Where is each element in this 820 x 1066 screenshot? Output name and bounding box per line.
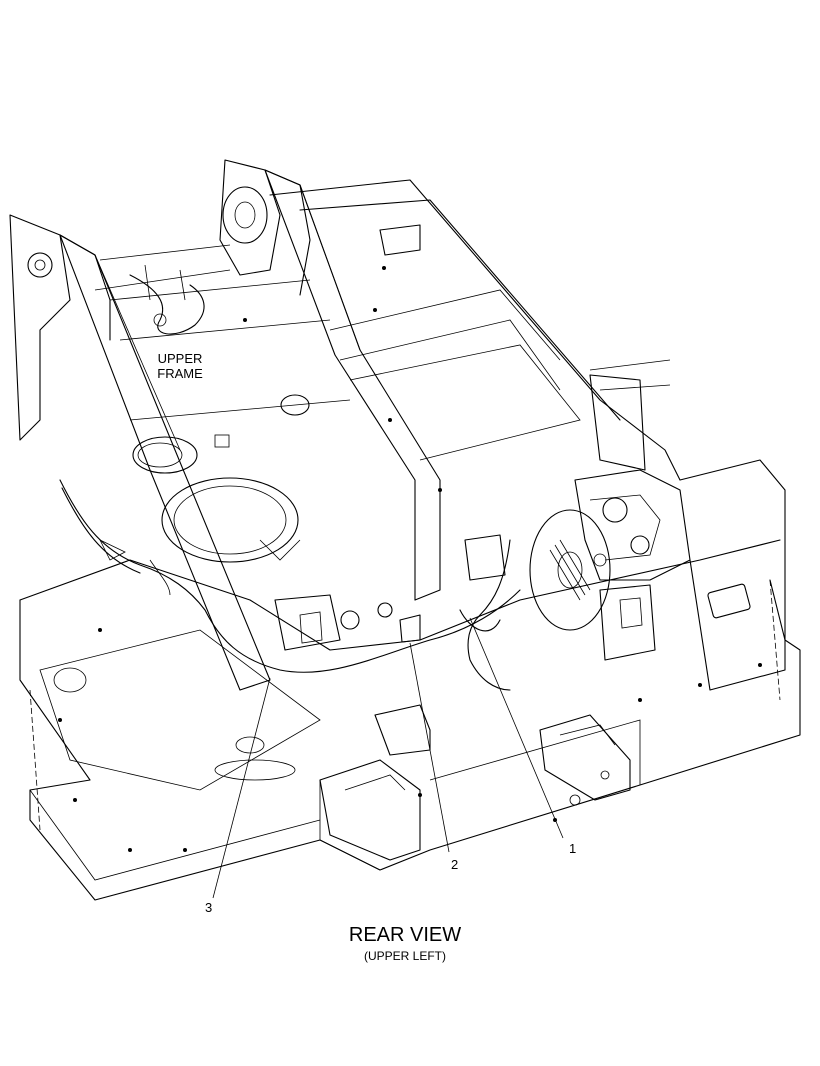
- leader-line-2: [409, 642, 450, 853]
- callout-3: 3: [205, 900, 213, 915]
- wiring-harness: [59, 479, 521, 691]
- upper-harness: [129, 264, 205, 335]
- view-title: REAR VIEW: [348, 924, 462, 946]
- frame-rails: [269, 179, 681, 481]
- upper-frame-label: UPPER FRAME: [140, 351, 220, 381]
- pump-assembly: [529, 459, 786, 691]
- upper-frame-label-line1: UPPER: [157, 351, 203, 366]
- main-beams: [59, 169, 441, 691]
- frame-deck: [19, 539, 801, 901]
- rear-brackets: [319, 704, 631, 861]
- upper-frame-label-line2: FRAME: [157, 366, 203, 381]
- leader-line-3: [212, 677, 271, 899]
- callout-2: 2: [451, 857, 459, 872]
- callout-1: 1: [569, 841, 577, 856]
- leader-line-1: [469, 617, 564, 839]
- mounting-holes: [58, 266, 762, 852]
- swing-bearing: [132, 394, 310, 563]
- leader-lines: [212, 617, 564, 899]
- view-subtitle: (UPPER LEFT): [363, 949, 446, 963]
